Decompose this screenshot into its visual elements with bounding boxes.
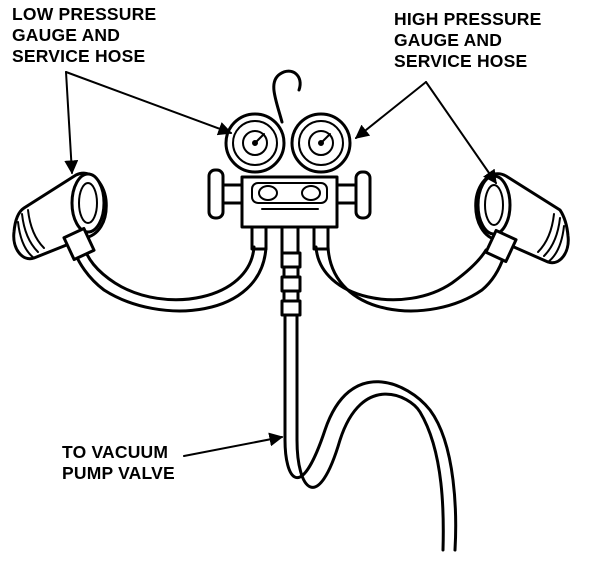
low-pressure-gauge bbox=[224, 112, 286, 174]
low-pressure-coupler bbox=[12, 171, 108, 262]
vacuum-pump-label: TO VACUUM PUMP VALVE bbox=[62, 442, 175, 483]
low-gauge-arrow bbox=[65, 71, 233, 136]
high-pressure-gauge bbox=[290, 112, 352, 174]
high-pressure-label: HIGH PRESSURE GAUGE AND SERVICE HOSE bbox=[394, 9, 542, 71]
low-coupler-arrow bbox=[64, 71, 79, 175]
low-pressure-service-hose bbox=[72, 245, 268, 313]
hanger-hook bbox=[272, 69, 302, 124]
leader-arrows bbox=[64, 71, 497, 457]
low-pressure-label: LOW PRESSURE GAUGE AND SERVICE HOSE bbox=[12, 4, 157, 66]
high-gauge-arrow bbox=[354, 81, 427, 139]
high-pressure-coupler bbox=[474, 172, 570, 265]
low-side-valve-knob bbox=[207, 168, 225, 220]
high-pressure-service-hose bbox=[314, 245, 506, 313]
manifold-body bbox=[220, 175, 359, 255]
center-hose-fitting bbox=[280, 251, 302, 317]
vacuum-pump-hose bbox=[283, 313, 458, 552]
high-coupler-arrow bbox=[425, 81, 497, 185]
vacuum-hose-arrow bbox=[183, 432, 284, 457]
high-side-valve-knob bbox=[354, 170, 372, 220]
